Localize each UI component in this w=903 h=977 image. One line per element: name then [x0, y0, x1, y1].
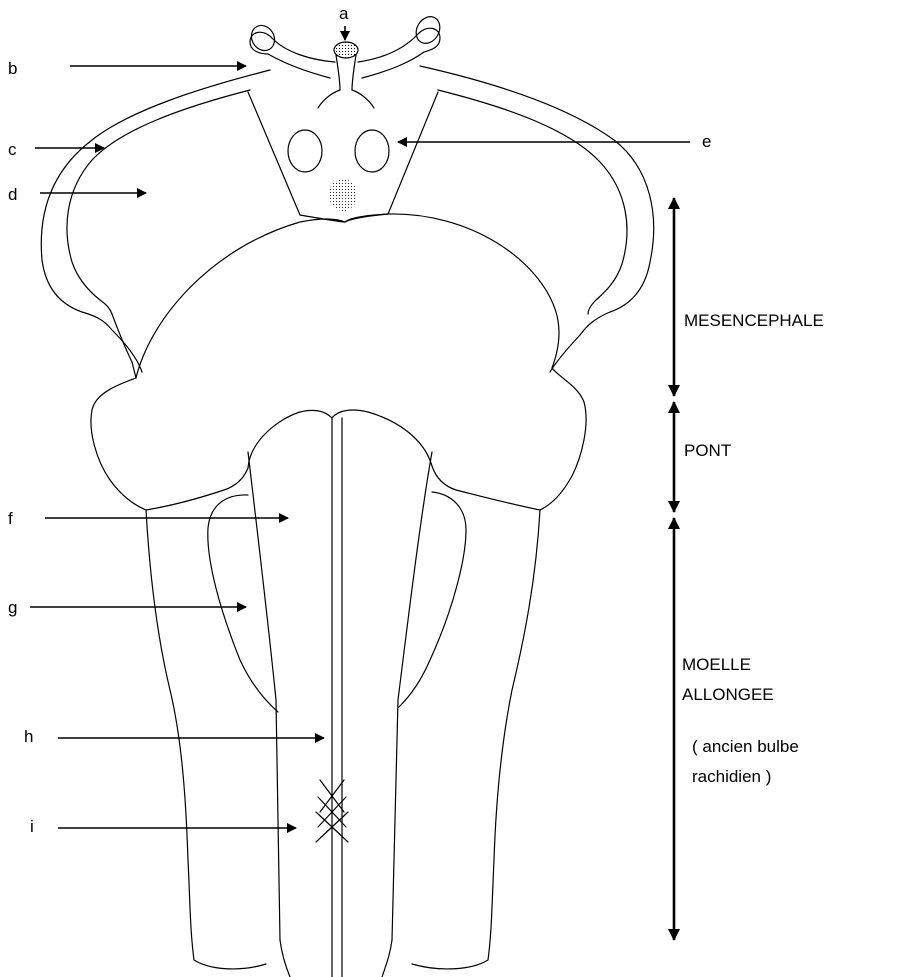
left-stalk	[250, 32, 335, 78]
left-lower-edge	[112, 314, 136, 378]
region-moelle-line1: MOELLE	[682, 655, 751, 674]
region-ancien-line2: rachidien )	[692, 767, 771, 786]
left-inner-arc	[67, 90, 250, 314]
dotted-area	[329, 179, 357, 211]
label-b: b	[8, 59, 17, 78]
left-olive	[208, 495, 278, 712]
bottom-contour	[280, 940, 392, 977]
label-f: f	[8, 509, 13, 528]
right-stalk	[358, 28, 440, 78]
pineal-gland	[334, 42, 358, 58]
region-labels: MESENCEPHALE PONT MOELLE ALLONGEE ( anci…	[682, 311, 824, 786]
right-pyramid-edge	[392, 452, 432, 940]
region-pont: PONT	[684, 441, 731, 460]
pyramids-top	[248, 410, 432, 468]
upper-structures	[247, 12, 445, 222]
label-e: e	[702, 132, 711, 151]
region-ancien-line1: ( ancien bulbe	[692, 737, 799, 756]
right-outer-arc	[420, 66, 654, 372]
letter-labels: a b c d e f g h i	[8, 4, 711, 836]
label-a: a	[339, 4, 349, 23]
right-olive	[398, 492, 466, 708]
right-medulla-edge	[412, 510, 540, 969]
left-pyramid-edge	[248, 452, 280, 940]
label-d: d	[8, 185, 17, 204]
pineal-branches	[318, 90, 374, 108]
left-knob	[247, 21, 279, 55]
left-medulla-edge	[146, 510, 266, 969]
left-outer-arc	[41, 70, 270, 372]
label-arrows	[30, 26, 690, 828]
label-c: c	[8, 140, 17, 159]
label-i: i	[30, 817, 34, 836]
left-oval	[288, 130, 322, 172]
region-moelle-line2: ALLONGEE	[682, 685, 774, 704]
label-h: h	[24, 727, 33, 746]
arcs	[41, 66, 653, 378]
medulla	[146, 418, 540, 977]
right-oval	[355, 130, 389, 172]
label-g: g	[8, 598, 17, 617]
right-inner-arc	[438, 90, 627, 314]
pont-left	[91, 378, 248, 510]
pineal-stalk	[336, 55, 356, 90]
mesencephale-dome	[136, 214, 559, 378]
region-mesencephale: MESENCEPHALE	[684, 311, 824, 330]
pont-right	[432, 368, 586, 510]
